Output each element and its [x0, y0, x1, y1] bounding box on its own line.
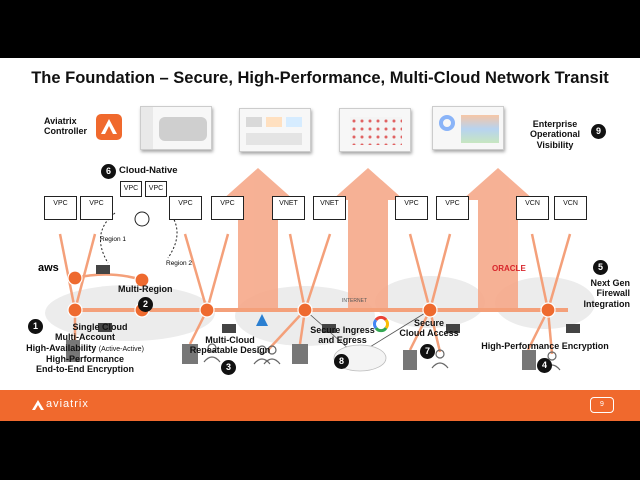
feature-7-label: Secure Cloud Access — [388, 318, 470, 339]
dashboard-screenshot-2 — [239, 108, 311, 152]
controller-logo-icon — [96, 114, 122, 140]
feature-7-line2: Cloud Access — [399, 328, 459, 339]
feature-1-line3-text: High-Availability — [26, 342, 97, 353]
feature-2-label: Multi-Region — [118, 284, 173, 294]
spoke-box-6: VNET — [313, 196, 346, 220]
spoke-box-2: VPC — [80, 196, 113, 220]
feature-5-label: Next Gen Firewall Integration — [568, 278, 631, 309]
spoke-box-5: VNET — [272, 196, 305, 220]
feature-1-label: Single Cloud Multi-Account High-Availabi… — [10, 322, 160, 374]
visibility-line3: Visibility — [536, 139, 574, 150]
page-number: 9 — [590, 397, 614, 413]
dashboard-screenshot-3 — [339, 108, 411, 152]
feature-8-label: Secure Ingress and Egress — [295, 325, 390, 346]
dashboard-screenshot-1 — [140, 106, 212, 150]
visibility-line2: Operational — [529, 129, 580, 140]
aviatrix-footer-icon — [32, 400, 44, 410]
spoke-box-7: VPC — [395, 196, 428, 220]
badge-1: 1 — [28, 319, 43, 334]
feature-8-line2: and Egress — [318, 335, 367, 346]
slide: The Foundation – Secure, High-Performanc… — [0, 58, 640, 421]
feature-1-line1: Single Cloud — [72, 322, 128, 332]
user-icons — [203, 343, 561, 371]
feature-7-line1: Secure — [413, 318, 445, 328]
azure-logo — [256, 314, 268, 326]
spoke-box-9: VCN — [516, 196, 549, 220]
spoke-box-1: VPC — [44, 196, 77, 220]
controller-logo-mark — [101, 119, 117, 134]
spoke-box-8: VPC — [436, 196, 469, 220]
controller-label: Aviatrix Controller — [44, 116, 87, 137]
feature-1-line3: High-Availability (Active-Active) — [10, 343, 160, 354]
cloud-native-vpc-1: VPC — [120, 181, 142, 197]
firewall-icons — [96, 265, 580, 333]
badge-4: 4 — [537, 358, 552, 373]
feature-3-line2: Repeatable Design — [189, 345, 271, 356]
feature-1-line5: End-to-End Encryption — [36, 364, 134, 375]
feature-1-line4: High-Performance — [45, 353, 125, 364]
feature-1-line3-small: (Active-Active) — [98, 345, 144, 353]
region-2-label: Region 2 — [166, 260, 193, 267]
spoke-box-10: VCN — [554, 196, 587, 220]
onprem-icons — [66, 340, 536, 370]
visibility-arrows — [222, 168, 534, 308]
feature-3-line1: Multi-Cloud — [205, 335, 255, 345]
badge-2: 2 — [138, 297, 153, 312]
visibility-label: Enterprise Operational Visibility — [520, 119, 590, 150]
controller-label-line2: Controller — [44, 126, 88, 137]
badge-8: 8 — [334, 354, 349, 369]
controller-label-line1: Aviatrix — [44, 116, 77, 126]
region-1-label: Region 1 — [100, 236, 127, 243]
slide-title: The Foundation – Secure, High-Performanc… — [31, 69, 609, 87]
spoke-box-4: VPC — [211, 196, 244, 220]
badge-9: 9 — [591, 124, 606, 139]
cloud-native-label: Cloud-Native — [119, 165, 178, 176]
badge-5: 5 — [593, 260, 608, 275]
feature-5-line1: Next Gen — [590, 278, 630, 288]
feature-4-label: High-Performance Encryption — [481, 341, 609, 351]
badge-7: 7 — [420, 344, 435, 359]
spoke-box-3: VPC — [169, 196, 202, 220]
gateway-nodes — [67, 270, 556, 318]
footer-brand: aviatrix — [46, 398, 89, 410]
badge-3: 3 — [221, 360, 236, 375]
feature-3-label: Multi-Cloud Repeatable Design — [180, 335, 280, 356]
cloud-native-gateway — [134, 211, 150, 227]
feature-5-line2: Firewall — [596, 288, 630, 299]
gcp-logo — [373, 315, 389, 333]
feature-1-line2: Multi-Account — [55, 332, 115, 343]
feature-8-line1: Secure Ingress — [310, 325, 375, 335]
feature-5-line3: Integration — [583, 298, 631, 309]
internet-label: INTERNET — [342, 298, 367, 304]
visibility-line1: Enterprise — [532, 119, 578, 129]
aws-logo: aws — [38, 262, 59, 274]
cloud-native-vpc-2: VPC — [145, 181, 167, 197]
badge-6: 6 — [101, 164, 116, 179]
dashboard-screenshot-4 — [432, 106, 504, 150]
oracle-logo: ORACLE — [492, 264, 526, 273]
footer-bar: aviatrix 9 — [0, 390, 640, 421]
